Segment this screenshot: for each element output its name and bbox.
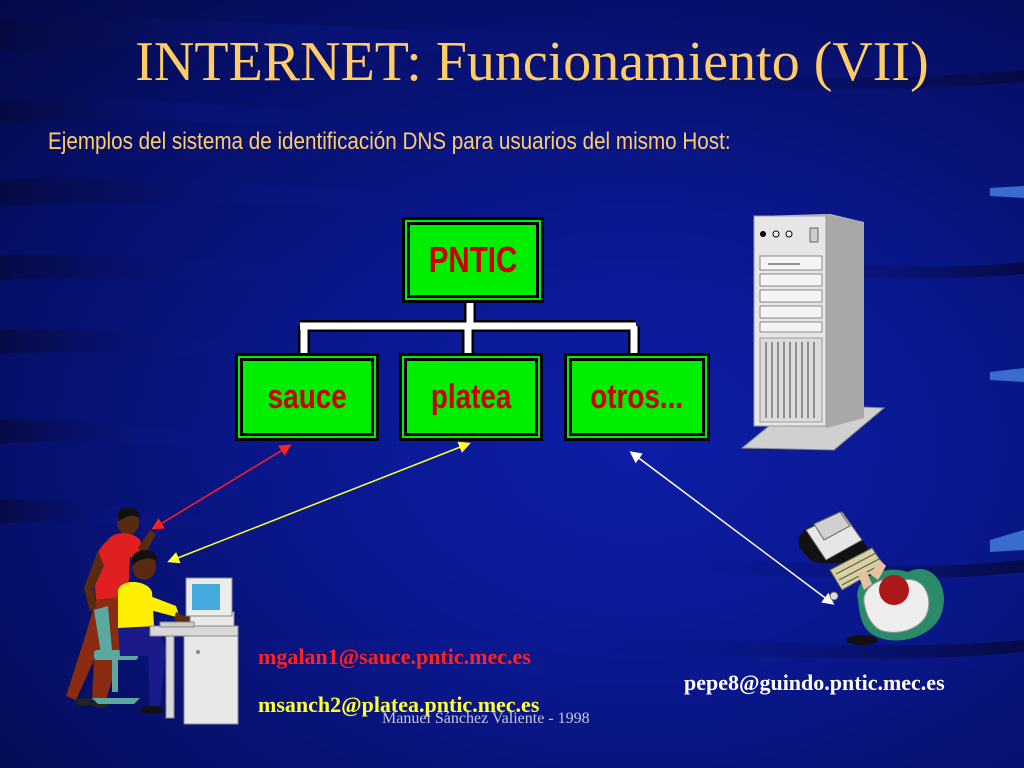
arrow-user2 bbox=[167, 441, 471, 564]
dns-node-sauce-label: sauce bbox=[267, 377, 347, 416]
dns-node-otros-label: otros... bbox=[590, 377, 684, 416]
slide-title: INTERNET: Funcionamiento (VII) bbox=[135, 31, 929, 93]
slide-subtitle: Ejemplos del sistema de identificación D… bbox=[48, 128, 731, 155]
dns-node-platea-label: platea bbox=[430, 377, 512, 416]
dns-node-root: PNTIC bbox=[407, 222, 539, 298]
dns-node-platea: platea bbox=[404, 358, 538, 436]
arrow-user3 bbox=[629, 451, 835, 605]
dns-node-sauce: sauce bbox=[240, 358, 374, 436]
slide-footer: Manuel Sánchez Valiente - 1998 bbox=[382, 710, 590, 727]
dns-node-root-label: PNTIC bbox=[428, 239, 518, 280]
dns-node-otros: otros... bbox=[569, 358, 705, 436]
email-user3: pepe8@guindo.pntic.mec.es bbox=[684, 670, 945, 695]
email-user1: mgalan1@sauce.pntic.mec.es bbox=[258, 644, 531, 669]
email-user2: msanch2@platea.pntic.mec.es bbox=[258, 692, 540, 717]
